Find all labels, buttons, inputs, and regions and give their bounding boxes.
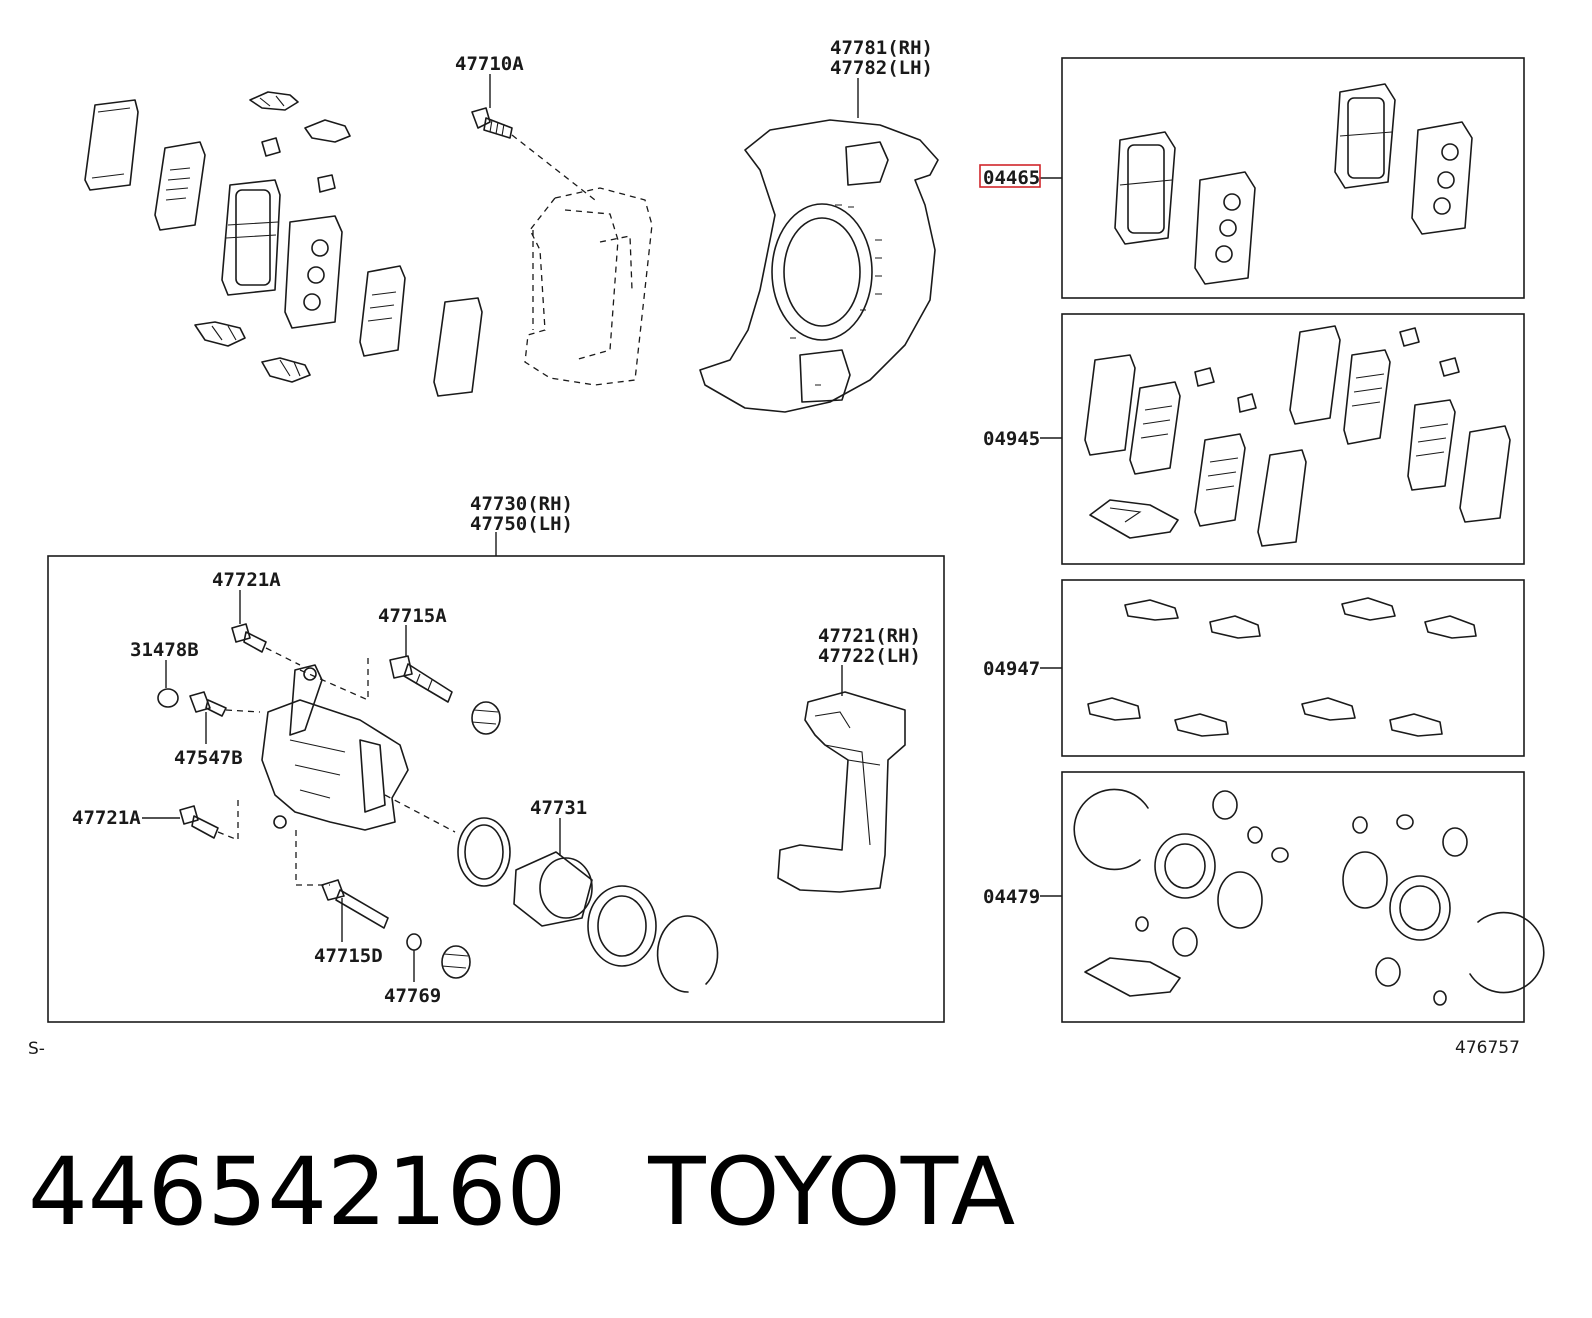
label-47721a-bottom[interactable]: 47721A [72,807,141,829]
label-47731[interactable]: 47731 [530,797,587,819]
label-47750[interactable]: 47750(LH) [470,513,573,535]
label-47547b[interactable]: 47547B [174,747,243,769]
kit-box-04465 [1061,57,1525,299]
part-number: 446542160 [28,1138,567,1247]
brake-parts-diagram: 47710A 47781(RH) 47782(LH) 04465 04945 0… [28,37,1545,1059]
mounting-bolt-and-bracket [471,107,653,386]
label-47781[interactable]: 47781(RH) [830,37,933,59]
kit-box-04479 [1061,771,1545,1023]
caliper-assembly [47,532,945,1023]
kit-box-04947 [1061,579,1525,757]
label-47782[interactable]: 47782(LH) [830,57,933,79]
label-47715a[interactable]: 47715A [378,605,447,627]
label-04945[interactable]: 04945 [983,428,1040,450]
kit-box-04945 [1061,313,1525,565]
label-04465[interactable]: 04465 [983,167,1040,189]
label-47710a[interactable]: 47710A [455,53,524,75]
label-47730[interactable]: 47730(RH) [470,493,573,515]
label-47769[interactable]: 47769 [384,985,441,1007]
leader-lines [142,74,1062,982]
part-caption: 446542160 TOYOTA [28,1138,1015,1248]
label-04479[interactable]: 04479 [983,886,1040,908]
label-47722[interactable]: 47722(LH) [818,645,921,667]
illustration-number: 476757 [1455,1038,1520,1058]
brand-name: TOYOTA [648,1138,1016,1247]
part-labels: 47710A 47781(RH) 47782(LH) 04465 04945 0… [28,37,1520,1059]
label-47721a-top[interactable]: 47721A [212,569,281,591]
label-47721[interactable]: 47721(RH) [818,625,921,647]
corner-code-left: S- [28,1039,45,1059]
label-04947[interactable]: 04947 [983,658,1040,680]
label-31478b[interactable]: 31478B [130,639,199,661]
label-47715d[interactable]: 47715D [314,945,383,967]
highlight-box [979,164,1041,188]
pad-kit-exploded-view [84,91,483,397]
disc-dust-shield [699,119,939,413]
